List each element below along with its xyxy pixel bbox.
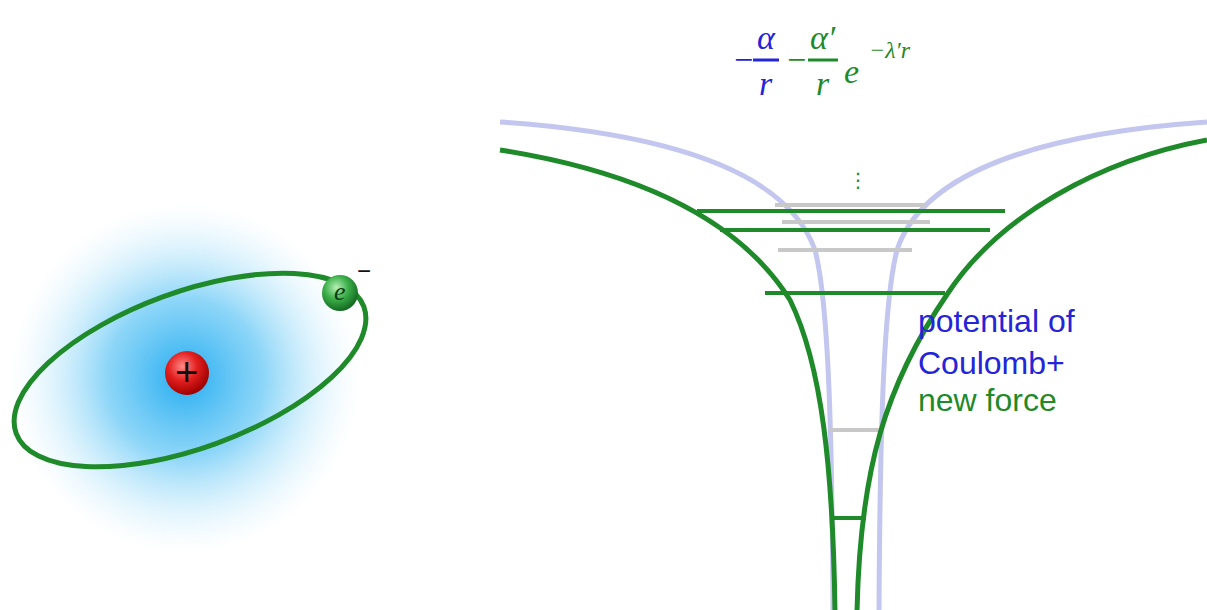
fraction-bar: [753, 59, 779, 62]
charge-sign: +: [175, 352, 198, 392]
minus-sign: −: [734, 43, 753, 77]
formula-exponent: −λ′r: [869, 38, 910, 62]
formula-symbol: r: [816, 67, 829, 101]
electron: [322, 275, 358, 311]
new-force-curve: [500, 150, 835, 610]
fraction-bar: [808, 59, 838, 62]
curve-label: new force: [918, 384, 1057, 416]
minus-sign: −: [787, 43, 806, 77]
ellipsis: ⋮: [848, 170, 868, 190]
coulomb-curve: [879, 122, 1207, 610]
formula-symbol: r: [759, 67, 772, 101]
charge-sign: −: [357, 259, 371, 283]
particle-symbol: e: [334, 279, 346, 305]
formula-symbol: e: [844, 55, 859, 89]
curve-label: potential of Coulomb+: [918, 300, 1128, 384]
formula-symbol: α′: [810, 21, 835, 55]
orbit: [0, 233, 391, 506]
nucleus: [165, 351, 209, 395]
formula-symbol: α: [757, 21, 775, 55]
electron-cloud: [10, 203, 360, 553]
